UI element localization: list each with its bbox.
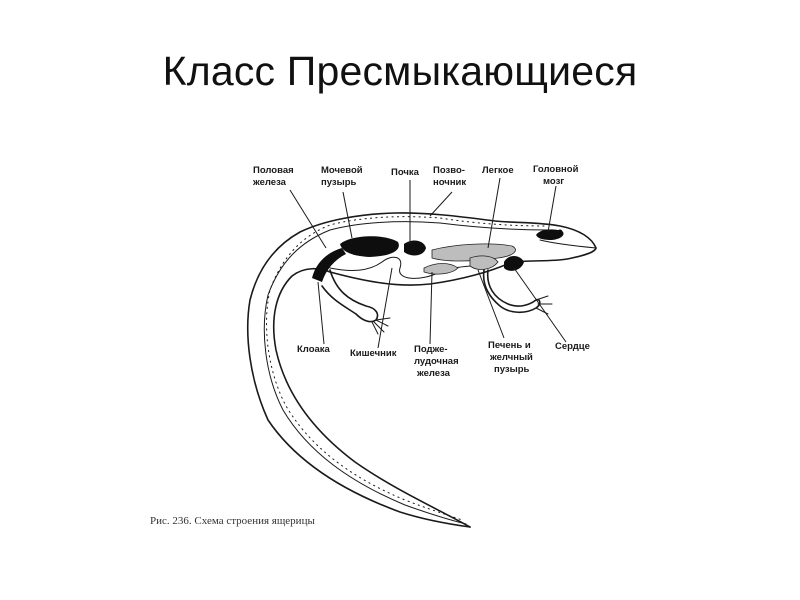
organs <box>312 229 564 282</box>
label-kidney: Почка <box>391 167 420 178</box>
label-cloaca: Клоака <box>297 344 331 355</box>
label-intestine: Кишечник <box>350 348 397 359</box>
label-pancreas: Подже- лудочная железа <box>414 344 461 379</box>
label-gonad: Половая железа <box>252 165 296 188</box>
label-liver: Печень и желчный пузырь <box>488 340 536 375</box>
slide-title: Класс Пресмыкающиеся <box>162 48 638 94</box>
label-bladder: Мочевой пузырь <box>321 165 365 188</box>
label-lung: Легкое <box>482 165 514 176</box>
figure-caption: Рис. 236. Схема строения ящерицы <box>150 515 315 527</box>
label-spine: Позво- ночник <box>433 165 468 188</box>
label-heart: Сердце <box>555 341 590 352</box>
vertebral-column <box>263 216 549 525</box>
lizard-outline <box>246 212 597 528</box>
leader-lines <box>289 177 567 349</box>
limbs <box>321 269 553 335</box>
label-brain: Головной мозг <box>533 164 581 187</box>
